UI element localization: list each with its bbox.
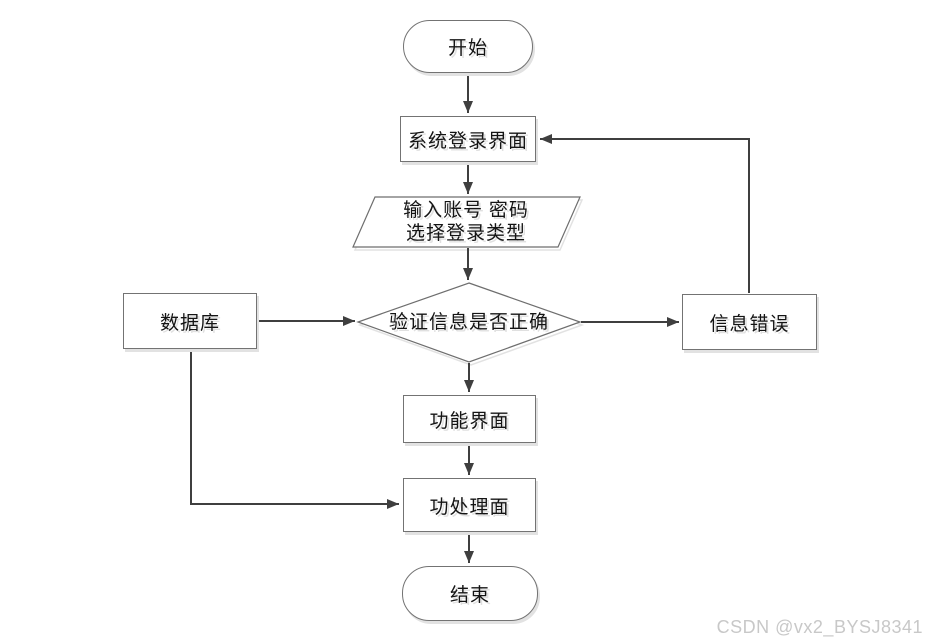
node-start: 开始 — [403, 20, 533, 73]
node-error-label: 信息错误 — [709, 313, 790, 335]
node-error: 信息错误 — [682, 294, 817, 350]
node-process: 功处理面 — [403, 478, 536, 532]
node-function: 功能界面 — [403, 395, 536, 443]
node-function-label: 功能界面 — [429, 410, 510, 432]
node-verify: 验证信息是否正确 — [358, 283, 580, 362]
csdn-watermark: CSDN @vx2_BYSJ8341 — [716, 617, 923, 637]
node-database: 数据库 — [123, 293, 257, 349]
verify-diamond — [356, 282, 582, 363]
node-process-label: 功处理面 — [429, 496, 510, 518]
node-login-label: 系统登录界面 — [407, 130, 528, 152]
node-input-line1: 输入账号 密码 — [403, 200, 529, 221]
edge-error-login — [540, 134, 750, 293]
edge-database-process — [190, 350, 399, 509]
node-verify-label: 验证信息是否正确 — [388, 312, 549, 333]
node-end: 结束 — [402, 566, 538, 621]
node-input: 输入账号 密码 选择登录类型 — [366, 198, 566, 246]
node-database-label: 数据库 — [159, 312, 220, 334]
input-parallelogram — [352, 196, 581, 248]
node-start-label: 开始 — [447, 38, 488, 59]
node-end-label: 结束 — [449, 585, 490, 606]
node-input-line2: 选择登录类型 — [405, 223, 526, 244]
node-login: 系统登录界面 — [400, 116, 536, 162]
